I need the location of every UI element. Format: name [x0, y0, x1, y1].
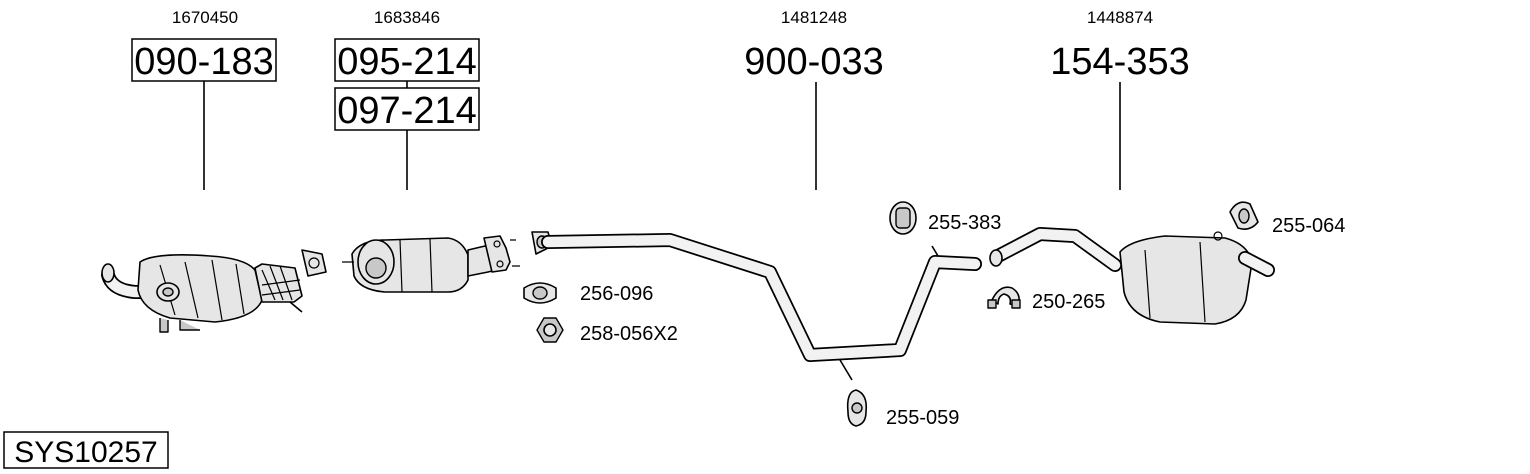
part-label-090-183[interactable]: 090-183	[131, 38, 277, 83]
ref-number-4: 1448874	[1087, 8, 1153, 27]
gasket-icon[interactable]	[523, 282, 557, 304]
ref-number-1: 1670450	[172, 8, 238, 27]
accessory-label-255-059: 255-059	[886, 407, 959, 429]
svg-text:097-214: 097-214	[337, 90, 476, 132]
catalytic-converter-icon[interactable]	[101, 249, 327, 333]
part-label-095-214[interactable]: 095-214	[334, 38, 480, 83]
clamp-icon[interactable]	[987, 286, 1021, 309]
accessory-label-255-064: 255-064	[1272, 215, 1345, 237]
rubber-mount-icon[interactable]	[1229, 201, 1259, 230]
accessory-label-250-265: 250-265	[1032, 291, 1105, 313]
accessory-label-256-096: 256-096	[580, 283, 653, 305]
svg-text:090-183: 090-183	[134, 41, 273, 83]
rubber-mount-icon[interactable]	[846, 389, 868, 427]
ref-number-3: 1481248	[781, 8, 847, 27]
rear-silencer-icon[interactable]	[989, 227, 1275, 325]
intermediate-pipe-icon[interactable]	[531, 231, 982, 381]
ref-number-2: 1683846	[374, 8, 440, 27]
accessory-label-255-383: 255-383	[928, 212, 1001, 234]
particulate-filter-icon[interactable]	[342, 235, 520, 293]
part-label-900-033[interactable]: 900-033	[744, 41, 883, 83]
system-id-label: SYS10257	[3, 431, 169, 469]
svg-text:SYS10257: SYS10257	[14, 436, 157, 469]
rubber-mount-icon[interactable]	[889, 201, 917, 235]
svg-text:095-214: 095-214	[337, 41, 476, 83]
part-label-097-214[interactable]: 097-214	[334, 87, 480, 132]
hex-nut-icon[interactable]	[536, 317, 564, 343]
part-label-154-353[interactable]: 154-353	[1050, 41, 1189, 83]
accessory-label-258-056X2: 258-056X2	[580, 323, 678, 345]
